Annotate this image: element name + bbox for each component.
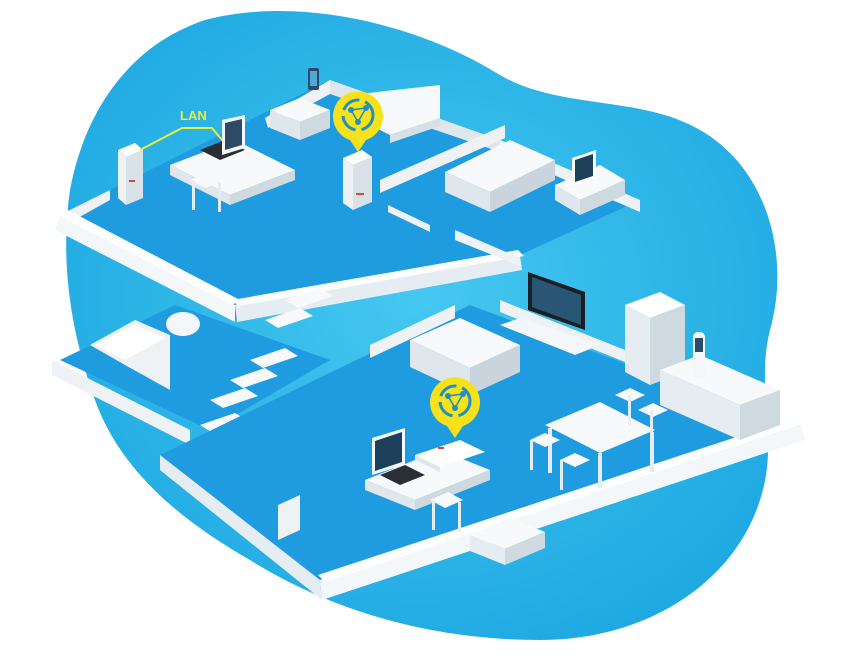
router-lower [415,440,485,472]
kitchen-counter [660,355,780,440]
upper-wall-front [55,215,235,322]
mesh-network-icon [438,384,472,418]
dining-chair [560,453,590,490]
chair-upper [190,172,225,212]
dining-chair [615,388,645,425]
upper-interior-wall-3 [455,230,520,266]
stair-step [210,388,258,408]
upper-ramp-top [232,250,524,306]
dining-chair [530,433,560,470]
cordless-phone [693,332,705,378]
stairs-wall-left [52,360,190,445]
stair-step [265,308,313,328]
dining-table [545,402,655,488]
tv [500,272,600,355]
stair-step [285,288,333,308]
chair-lower [430,492,463,532]
upper-interior-wall-2 [388,205,430,232]
stair-step [230,368,278,388]
upper-wall-front-top [52,207,240,305]
repeater-upper-left [118,143,143,205]
lower-wall-front-top [318,416,808,582]
cabinet-lower [470,518,545,565]
monitor-upper-right [572,150,596,186]
lan-label: LAN [180,108,207,123]
phone-dock-upper [308,68,319,90]
lower-wall-front [320,420,805,600]
stair-step [200,413,248,433]
dining-chair [638,403,668,440]
stairs-area [52,288,333,478]
lower-partition [370,305,455,358]
access-point-upper [343,150,372,210]
mesh-badge-upper [333,91,383,152]
fridge [625,292,685,385]
cabinet-upper [270,98,330,140]
stair-step [250,348,298,368]
upper-interior-wall-1 [380,125,505,193]
mesh-network-icon [341,98,375,132]
lower-wall-left [160,455,322,600]
lower-wall-stub [278,495,300,540]
upper-ramp-wall [235,255,522,322]
lan-cable [139,127,223,151]
toilet [166,312,200,336]
lower-floor [160,272,808,600]
mesh-badge-lower [430,377,481,438]
dresser [555,165,625,215]
bed-small [445,140,555,212]
laptop-lower [372,428,425,485]
laptop-upper [200,115,245,160]
